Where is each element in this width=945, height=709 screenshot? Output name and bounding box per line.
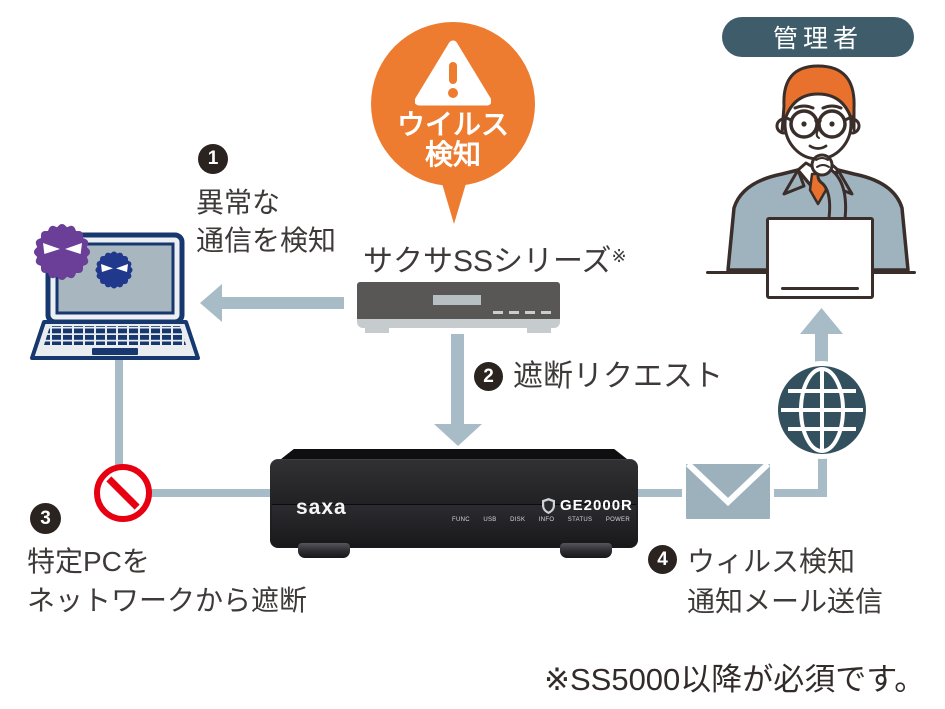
step-1-number: 1 bbox=[207, 148, 219, 169]
router-device: saxa GE2000R FUNC USB DISK INFO STATUS P… bbox=[270, 449, 638, 561]
admin-laptop bbox=[766, 217, 874, 299]
connector-router-to-mail bbox=[636, 489, 684, 497]
ss-device-label-text: サクサSSシリーズ bbox=[363, 245, 612, 278]
ss-device-led bbox=[493, 311, 503, 314]
alert-bubble-line2: 検知 bbox=[424, 139, 481, 170]
footnote: ※SS5000以降が必須です。 bbox=[544, 662, 926, 697]
router-front-panel bbox=[272, 504, 636, 547]
globe-icon bbox=[773, 361, 871, 459]
ss-device-led bbox=[541, 311, 551, 314]
ss-device-base bbox=[357, 319, 560, 328]
shield-icon bbox=[542, 497, 555, 514]
step-1-line2: 通信を検知 bbox=[196, 225, 337, 256]
step-1-line1: 異常な bbox=[196, 187, 281, 218]
router-model-label: GE2000R bbox=[542, 497, 633, 514]
ss-device-led bbox=[525, 311, 535, 314]
router-led-status: STATUS bbox=[567, 517, 593, 523]
admin-label: 管理者 bbox=[772, 25, 863, 53]
router-led-info: INFO bbox=[538, 517, 555, 523]
connector-ban-to-router bbox=[150, 489, 272, 497]
arrow-up-shaft bbox=[815, 332, 828, 364]
step-3-badge: 3 bbox=[30, 503, 61, 534]
virus-eye bbox=[65, 243, 82, 254]
router-model-text: GE2000R bbox=[560, 497, 633, 514]
laptop-touchpad bbox=[92, 348, 138, 355]
step-2-line1: 遮断リクエスト bbox=[513, 360, 723, 393]
arrow-left-shaft bbox=[220, 297, 344, 309]
ss-device-foot bbox=[527, 328, 551, 333]
step-3-line2: ネットワークから遮断 bbox=[27, 585, 308, 616]
router-led-func: FUNC bbox=[452, 517, 470, 523]
virus-purple-icon bbox=[32, 222, 92, 282]
router-brand-logo: saxa bbox=[296, 496, 347, 519]
virus-eye bbox=[101, 264, 113, 272]
step-4-line2: 通知メール送信 bbox=[687, 586, 884, 617]
router-led-disk: DISK bbox=[510, 517, 526, 523]
ss-device-label-note: ※ bbox=[611, 246, 627, 266]
step-2-label: 遮断リクエスト bbox=[513, 360, 723, 394]
step-1-label: 異常な 通信を検知 bbox=[196, 184, 336, 260]
mail-envelope-icon bbox=[682, 460, 774, 523]
step-2-number: 2 bbox=[483, 365, 494, 387]
arrow-up-head bbox=[800, 308, 843, 334]
step-3-number: 3 bbox=[40, 507, 51, 529]
arrow-down-shaft bbox=[451, 334, 464, 426]
ss-device-led bbox=[509, 311, 519, 314]
ss-device-display bbox=[433, 295, 481, 305]
router-foot bbox=[560, 543, 612, 558]
router-foot bbox=[298, 543, 350, 558]
step-4-line1: ウィルス検知 bbox=[687, 546, 856, 577]
alert-bubble-label: ウイルス 検知 bbox=[371, 110, 535, 170]
router-led-labels: FUNC USB DISK INFO STATUS POWER bbox=[452, 517, 630, 523]
virus-eye bbox=[43, 243, 60, 254]
admin-laptop-keyboard-line bbox=[781, 287, 859, 290]
alert-bubble-line1: ウイルス bbox=[396, 109, 509, 140]
ss-device-foot bbox=[365, 328, 389, 333]
step-3-label: 特定PCを ネットワークから遮断 bbox=[27, 542, 307, 620]
ss-device bbox=[357, 282, 560, 334]
step-4-label: ウィルス検知 通知メール送信 bbox=[687, 542, 883, 622]
connector-laptop-to-ban bbox=[115, 358, 123, 468]
ss-device-label: サクサSSシリーズ※ bbox=[363, 236, 627, 280]
envelope-flap bbox=[686, 464, 770, 507]
step-4-number: 4 bbox=[657, 548, 668, 570]
warning-triangle-icon bbox=[415, 40, 491, 106]
step-2-badge: 2 bbox=[474, 362, 503, 391]
prohibition-icon bbox=[94, 464, 152, 522]
laptop-keyboard bbox=[44, 326, 186, 345]
virus-blue-icon bbox=[94, 250, 134, 290]
prohibition-slash bbox=[106, 476, 140, 510]
router-led-power: POWER bbox=[605, 517, 630, 523]
router-led-usb: USB bbox=[483, 517, 497, 523]
admin-label-pill: 管理者 bbox=[722, 17, 914, 57]
virus-eye bbox=[116, 264, 128, 272]
connector-mail-to-corner bbox=[772, 489, 827, 497]
step-3-line1: 特定PCを bbox=[27, 546, 150, 577]
step-1-badge: 1 bbox=[198, 144, 228, 174]
step-4-badge: 4 bbox=[648, 545, 677, 574]
arrow-down-head bbox=[434, 424, 482, 446]
arrow-left-head bbox=[200, 284, 222, 322]
